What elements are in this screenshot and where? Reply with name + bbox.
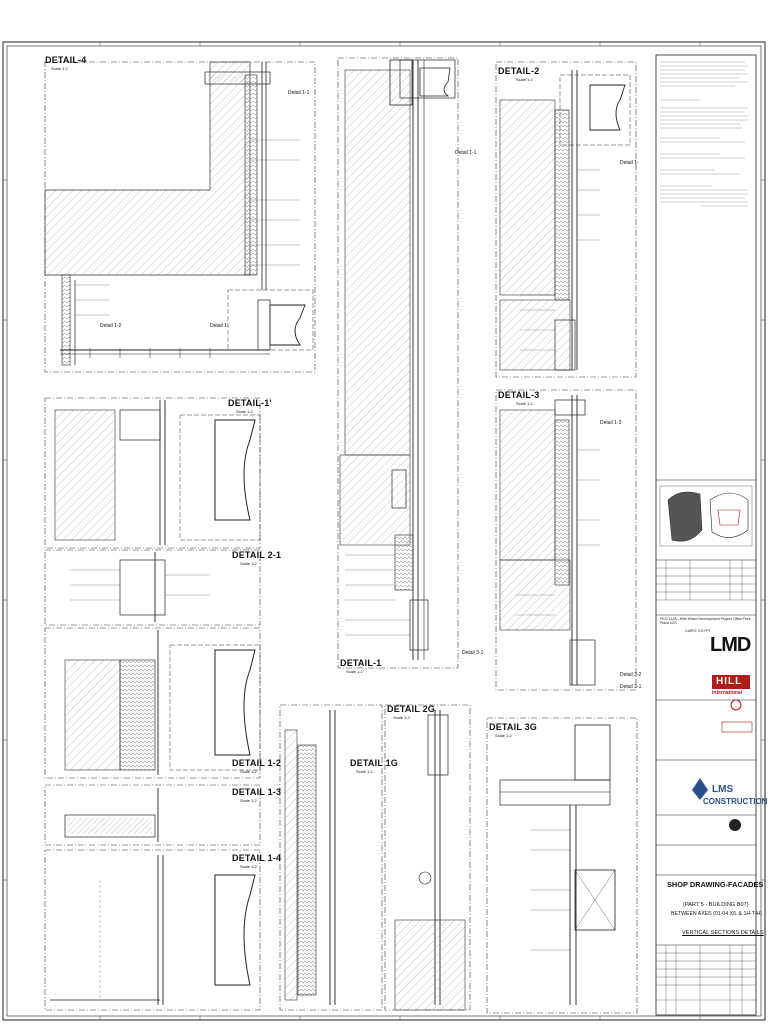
callout-d2-detail-1: Detail 1-: [620, 160, 639, 166]
title-block-frame: [655, 54, 757, 1016]
project-location: CAIRO, EGYPT: [685, 629, 711, 633]
detail-1-3-title: DETAIL 1-3: [232, 787, 282, 797]
part-line-1: (PART 5 - BUILDING B07): [683, 902, 749, 908]
lmd-logo-text: LMD: [710, 634, 751, 656]
part-line-2: BETWEEN AXES (01-04 X/L & 1H-T-H): [671, 911, 762, 917]
detail-1-prime-drawing: [44, 397, 261, 549]
detail-1g-drawing: [279, 704, 383, 1011]
detail-4-title: DETAIL-4: [45, 55, 87, 65]
lms-logo-text: LMS: [712, 784, 734, 795]
detail-2-1-title: DETAIL 2-1: [232, 550, 282, 560]
detail-3-title: DETAIL-3: [498, 390, 540, 400]
callout-detail-1-2: Detail 1-2: [100, 323, 122, 329]
hill-logo-bar: [712, 675, 750, 689]
detail-4-scale: Scale 1:2: [51, 66, 68, 71]
detail-1-2-title: DETAIL 1-2: [232, 758, 282, 768]
detail-4-drawing: [44, 61, 316, 373]
callout-d1-detail-3-1: Detail 3-1: [462, 650, 484, 656]
detail-1-prime-title: DETAIL-1': [228, 398, 272, 408]
detail-1-prime-scale: Scale 1:2: [236, 409, 253, 414]
callout-d3-detail-3-2: Detail 3-2: [620, 672, 642, 678]
detail-3g-title: DETAIL 3G: [489, 722, 537, 732]
project-title: PEG 11A5 - Elite Mixed Development Proje…: [660, 617, 753, 626]
callout-d3-detail-1-3: Detail 1-3: [600, 420, 622, 426]
detail-2-1-drawing: [44, 549, 261, 626]
detail-3g-drawing: [486, 717, 638, 1014]
callout-d1-detail-1-1: Detail 1-1: [455, 150, 477, 156]
detail-1-2-scale: Scale 1:2: [240, 769, 257, 774]
detail-2-title: DETAIL-2: [498, 66, 540, 76]
cosmos-logo: [721, 699, 753, 733]
hill-international-text: International: [712, 690, 743, 696]
callout-detail-1: Detail 1-: [210, 323, 229, 329]
detail-1-4-scale: Scale 1:2: [240, 864, 257, 869]
lms-logo-mark: [692, 778, 708, 800]
detail-1-scale: Scale 1:2: [346, 669, 363, 674]
drawing-type: SHOP DRAWING-FACADES: [667, 880, 764, 889]
hill-logo-text: HILL: [716, 676, 743, 687]
detail-3-drawing: [495, 389, 637, 691]
detail-1-3-scale: Scale 1:2: [240, 798, 257, 803]
detail-1-2-drawing: [44, 627, 261, 779]
detail-2g-drawing: [384, 704, 471, 1011]
detail-1-drawing: [337, 57, 459, 669]
border-ticks: [3, 42, 765, 1020]
detail-2-scale: Scale 1:2: [516, 77, 533, 82]
sheet-title: VERTICAL SECTIONS DETAILS: [682, 930, 764, 936]
detail-2g-scale: Scale 1:2: [393, 715, 410, 720]
detail-2-drawing: [495, 61, 637, 378]
detail-1-title: DETAIL-1: [340, 658, 382, 668]
contractor-logo: [729, 819, 741, 831]
callout-detail-1-1: Detail 1-1: [288, 90, 310, 96]
detail-2-1-scale: Scale 1:2: [240, 561, 257, 566]
detail-3-scale: Scale 1:2: [516, 401, 533, 406]
detail-1g-title: DETAIL 1G: [350, 758, 398, 768]
detail-1g-scale: Scale 1:2: [356, 769, 373, 774]
callout-d3-detail-3-1: Detail 3-1: [620, 684, 642, 690]
detail-1-4-title: DETAIL 1-4: [232, 853, 282, 863]
detail-1-3-drawing: [44, 784, 261, 846]
detail-3g-scale: Scale 1:2: [495, 733, 512, 738]
construction-logo-text: CONSTRUCTION: [703, 797, 768, 806]
detail-1-4-drawing: [44, 849, 261, 1011]
detail-2g-title: DETAIL 2G: [387, 704, 435, 714]
